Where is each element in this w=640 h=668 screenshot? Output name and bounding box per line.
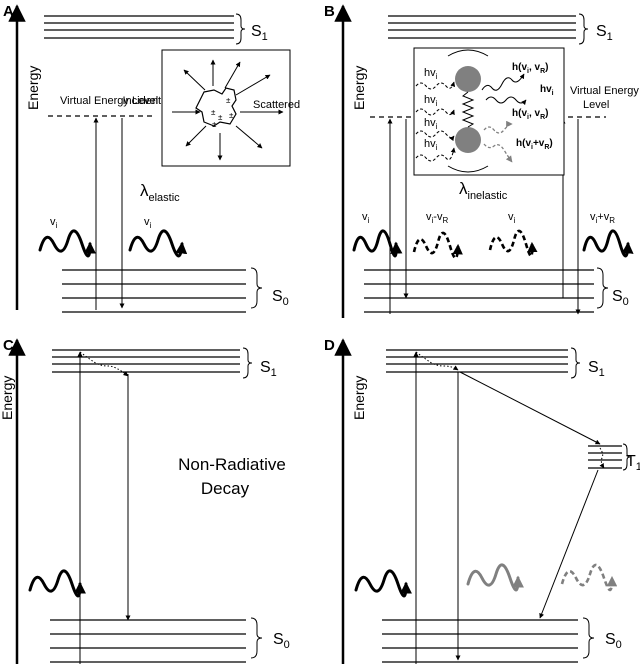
panel-a-lambda: λelastic	[140, 181, 180, 204]
svg-text:hvi: hvi	[424, 117, 438, 131]
panel-d-t1-brace	[622, 443, 631, 471]
panel-a-scatter-arrows	[172, 59, 284, 161]
panel-b-wave-3-label: vi	[508, 211, 516, 225]
panel-a-label: A	[3, 3, 14, 20]
panel-c-s1-levels	[52, 349, 240, 373]
panel-c: C Energy S1 Non-Radiative Decay S0	[0, 337, 290, 664]
panel-c-s1-brace	[242, 347, 253, 379]
panel-b-wave-2	[412, 231, 463, 260]
panel-b-inset	[413, 47, 565, 176]
panel-b-outgoing-photons: h(vi, vR) hvi h(vi, vR) h(vi+vR)	[481, 62, 554, 163]
panel-d-axis-label: Energy	[351, 376, 367, 420]
svg-text:h(vi, vR): h(vi, vR)	[512, 62, 548, 75]
panel-d-wave-black	[354, 569, 412, 598]
panel-d-s0-levels	[382, 619, 578, 663]
panel-d-s0-label: S0	[605, 631, 622, 651]
panel-b-wave-4-label: vi+vR	[590, 211, 615, 225]
panel-d-relaxation	[415, 351, 459, 371]
panel-d-label: D	[324, 337, 335, 354]
panel-a-s1-brace	[235, 13, 246, 45]
panel-d-s0-brace	[582, 617, 595, 659]
panel-d-t1-levels	[588, 445, 622, 469]
panel-b-incoming-photons: hvi hvi hvi hvi	[415, 67, 456, 162]
panel-c-note-2: Decay	[201, 479, 250, 498]
panel-c-label: C	[3, 337, 14, 354]
panel-c-wave	[28, 569, 86, 598]
svg-text:h(vi, vR): h(vi, vR)	[512, 108, 548, 121]
svg-text:hvi: hvi	[424, 67, 438, 81]
panel-a-incident-label: Incident	[122, 95, 161, 107]
svg-text:hvi: hvi	[424, 94, 438, 108]
panel-a-nu-right: vi	[144, 216, 152, 230]
panel-b-label: B	[324, 3, 335, 20]
panel-a-s1-label: S1	[251, 23, 268, 43]
panel-b-s0-levels	[364, 269, 594, 313]
panel-a-scattered-wave	[128, 229, 188, 258]
panel-a-s0-brace	[250, 267, 263, 309]
panel-d-s1-levels	[386, 349, 568, 373]
panel-a: A Energy S1 Virtual Energy Level Inciden…	[3, 3, 300, 313]
panel-b-s1-brace	[578, 13, 589, 45]
panel-c-s0-levels	[50, 619, 246, 663]
panel-d-s1-brace	[570, 347, 581, 379]
svg-text:±: ±	[229, 111, 234, 120]
panel-a-scattered-label: Scattered	[253, 99, 300, 111]
panel-b-virtual-label-1: Virtual Energy	[570, 85, 639, 97]
svg-text:±: ±	[212, 120, 217, 129]
panel-b-wave-1	[352, 229, 403, 258]
panel-a-s0-label: S0	[272, 288, 289, 308]
panel-d-s1-label: S1	[588, 359, 605, 379]
svg-text:±: ±	[211, 108, 216, 117]
panel-b-s0-label: S0	[612, 288, 629, 308]
panel-b-s1-label: S1	[596, 23, 613, 43]
panel-a-nu-left: vi	[50, 216, 58, 230]
panel-b-virtual-label-2: Level	[583, 99, 609, 111]
svg-text:±: ±	[226, 96, 231, 105]
panel-a-axis-label: Energy	[25, 66, 41, 110]
panel-d-isc-arrow	[459, 371, 601, 445]
panel-d-t1-label: T1	[626, 453, 640, 473]
panel-d-t1-relax	[599, 447, 605, 469]
panel-a-incident-wave	[38, 229, 96, 258]
panel-c-axis-label: Energy	[0, 376, 15, 420]
panel-c-note-1: Non-Radiative	[178, 455, 286, 474]
panel-b: B Energy S1 Virtual Energy Level hvi	[324, 3, 639, 318]
panel-b-wave-2-label: vi-vR	[426, 211, 448, 225]
panel-a-virtual-level-label: Virtual Energy Level	[60, 95, 158, 107]
panel-b-s0-brace	[596, 267, 609, 309]
panel-a-s1-levels	[44, 15, 234, 39]
panel-d-wave-grey	[466, 563, 524, 592]
panel-c-s1-label: S1	[260, 359, 277, 379]
svg-text:±: ±	[218, 113, 223, 122]
panel-d: D Energy S1 T1	[324, 337, 640, 664]
panel-b-axis-label: Energy	[351, 66, 367, 110]
panel-b-molecule	[447, 49, 489, 173]
panel-b-wave-3	[488, 229, 538, 258]
svg-text:hvi: hvi	[540, 84, 554, 97]
panel-d-phosphorescence-arrow	[539, 469, 599, 619]
panel-b-lambda: λinelastic	[459, 179, 508, 202]
panel-a-s0-levels	[62, 269, 246, 313]
panel-b-s1-levels	[388, 15, 576, 39]
panel-d-wave-grey-dashed	[560, 563, 618, 592]
svg-text:h(vi+vR): h(vi+vR)	[516, 138, 553, 151]
panel-b-wave-4	[582, 229, 634, 258]
panel-b-wave-1-label: vi	[362, 211, 370, 225]
panel-c-s0-brace	[250, 617, 263, 659]
panel-c-s0-label: S0	[273, 631, 290, 651]
svg-text:hvi: hvi	[424, 138, 438, 152]
